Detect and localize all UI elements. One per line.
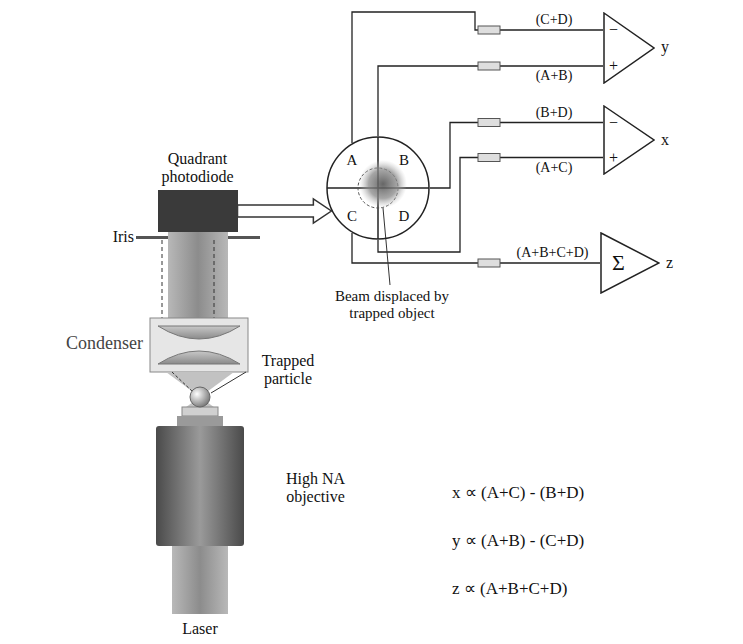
objective-neck [177,416,223,426]
part-label: Quadrant photodiode [140,150,255,186]
displaced-beam-edge [162,240,163,318]
resistor-symbol [478,62,500,70]
quadrant-detector: A B C D [326,136,430,240]
difference-amplifier: −+ [603,105,655,175]
formula: x ∝ (A+C) - (B+D) [452,483,712,502]
iris-blade [136,236,168,239]
quadrant-outline [326,136,430,240]
quadrant-letter: D [399,208,410,224]
signal-name: z [666,254,686,272]
signal-wire [378,158,603,253]
resistor-symbol [478,26,500,34]
condenser-lens [158,326,240,339]
part-label: Trapped particle [248,352,328,388]
pin-sign: + [609,148,618,168]
signal-name: x [661,131,681,149]
formula: z ∝ (A+B+C+D) [452,579,712,598]
signal-label: (A+C) [534,160,575,176]
photodiode-housing [158,190,238,232]
condenser-housing [150,318,248,372]
detector-outline [327,137,429,239]
objective-body [156,426,244,546]
amplifier-triangle [601,233,659,293]
signal-name: y [661,38,681,56]
resistor-symbol [478,154,500,162]
part-label: High NA objective [268,470,363,506]
pin-sign: + [609,56,618,76]
signal-label: (A+B+C+D) [515,245,591,261]
part-label: Laser [160,620,240,638]
part-label: Iris [90,228,134,246]
formula: y ∝ (A+B) - (C+D) [452,531,712,550]
quadrant-letter: B [399,152,409,168]
block-arrow [238,199,332,223]
amplifier-triangle [604,106,654,174]
laser-beam [168,232,228,318]
photodiode-box: Quadrant photodiode [140,144,255,232]
signal-wire [352,12,603,143]
callout-label: Beam displaced by trapped object [322,288,462,322]
amplifier-triangle [604,13,654,83]
leader-line [211,372,246,393]
signal-wire [430,123,603,189]
displaced-beam-edge [214,240,215,318]
pin-sign: Σ [612,250,625,276]
signal-wire [378,66,603,136]
amplifier-outline [600,232,660,294]
signal-label: (C+D) [534,12,575,28]
objective-lens-cap [182,407,218,416]
quadrant-letter: A [347,152,358,168]
displaced-beam-edge [172,372,195,394]
condenser-lens [158,351,240,364]
iris-blade [228,236,260,239]
quadrant-letter: C [347,208,357,224]
pin-sign: − [609,20,618,40]
trapped-particle [190,387,210,407]
pin-sign: − [609,113,618,133]
signal-label: (A+B) [534,68,575,84]
resistor-symbol [478,259,500,267]
leader-line [383,208,390,285]
part-label: Condenser [10,333,143,353]
signal-label: (B+D) [534,105,575,121]
laser-beam [172,546,228,614]
summing-amplifier: Σ [600,232,660,294]
difference-amplifier: −+ [603,12,655,84]
resistor-symbol [478,119,500,127]
